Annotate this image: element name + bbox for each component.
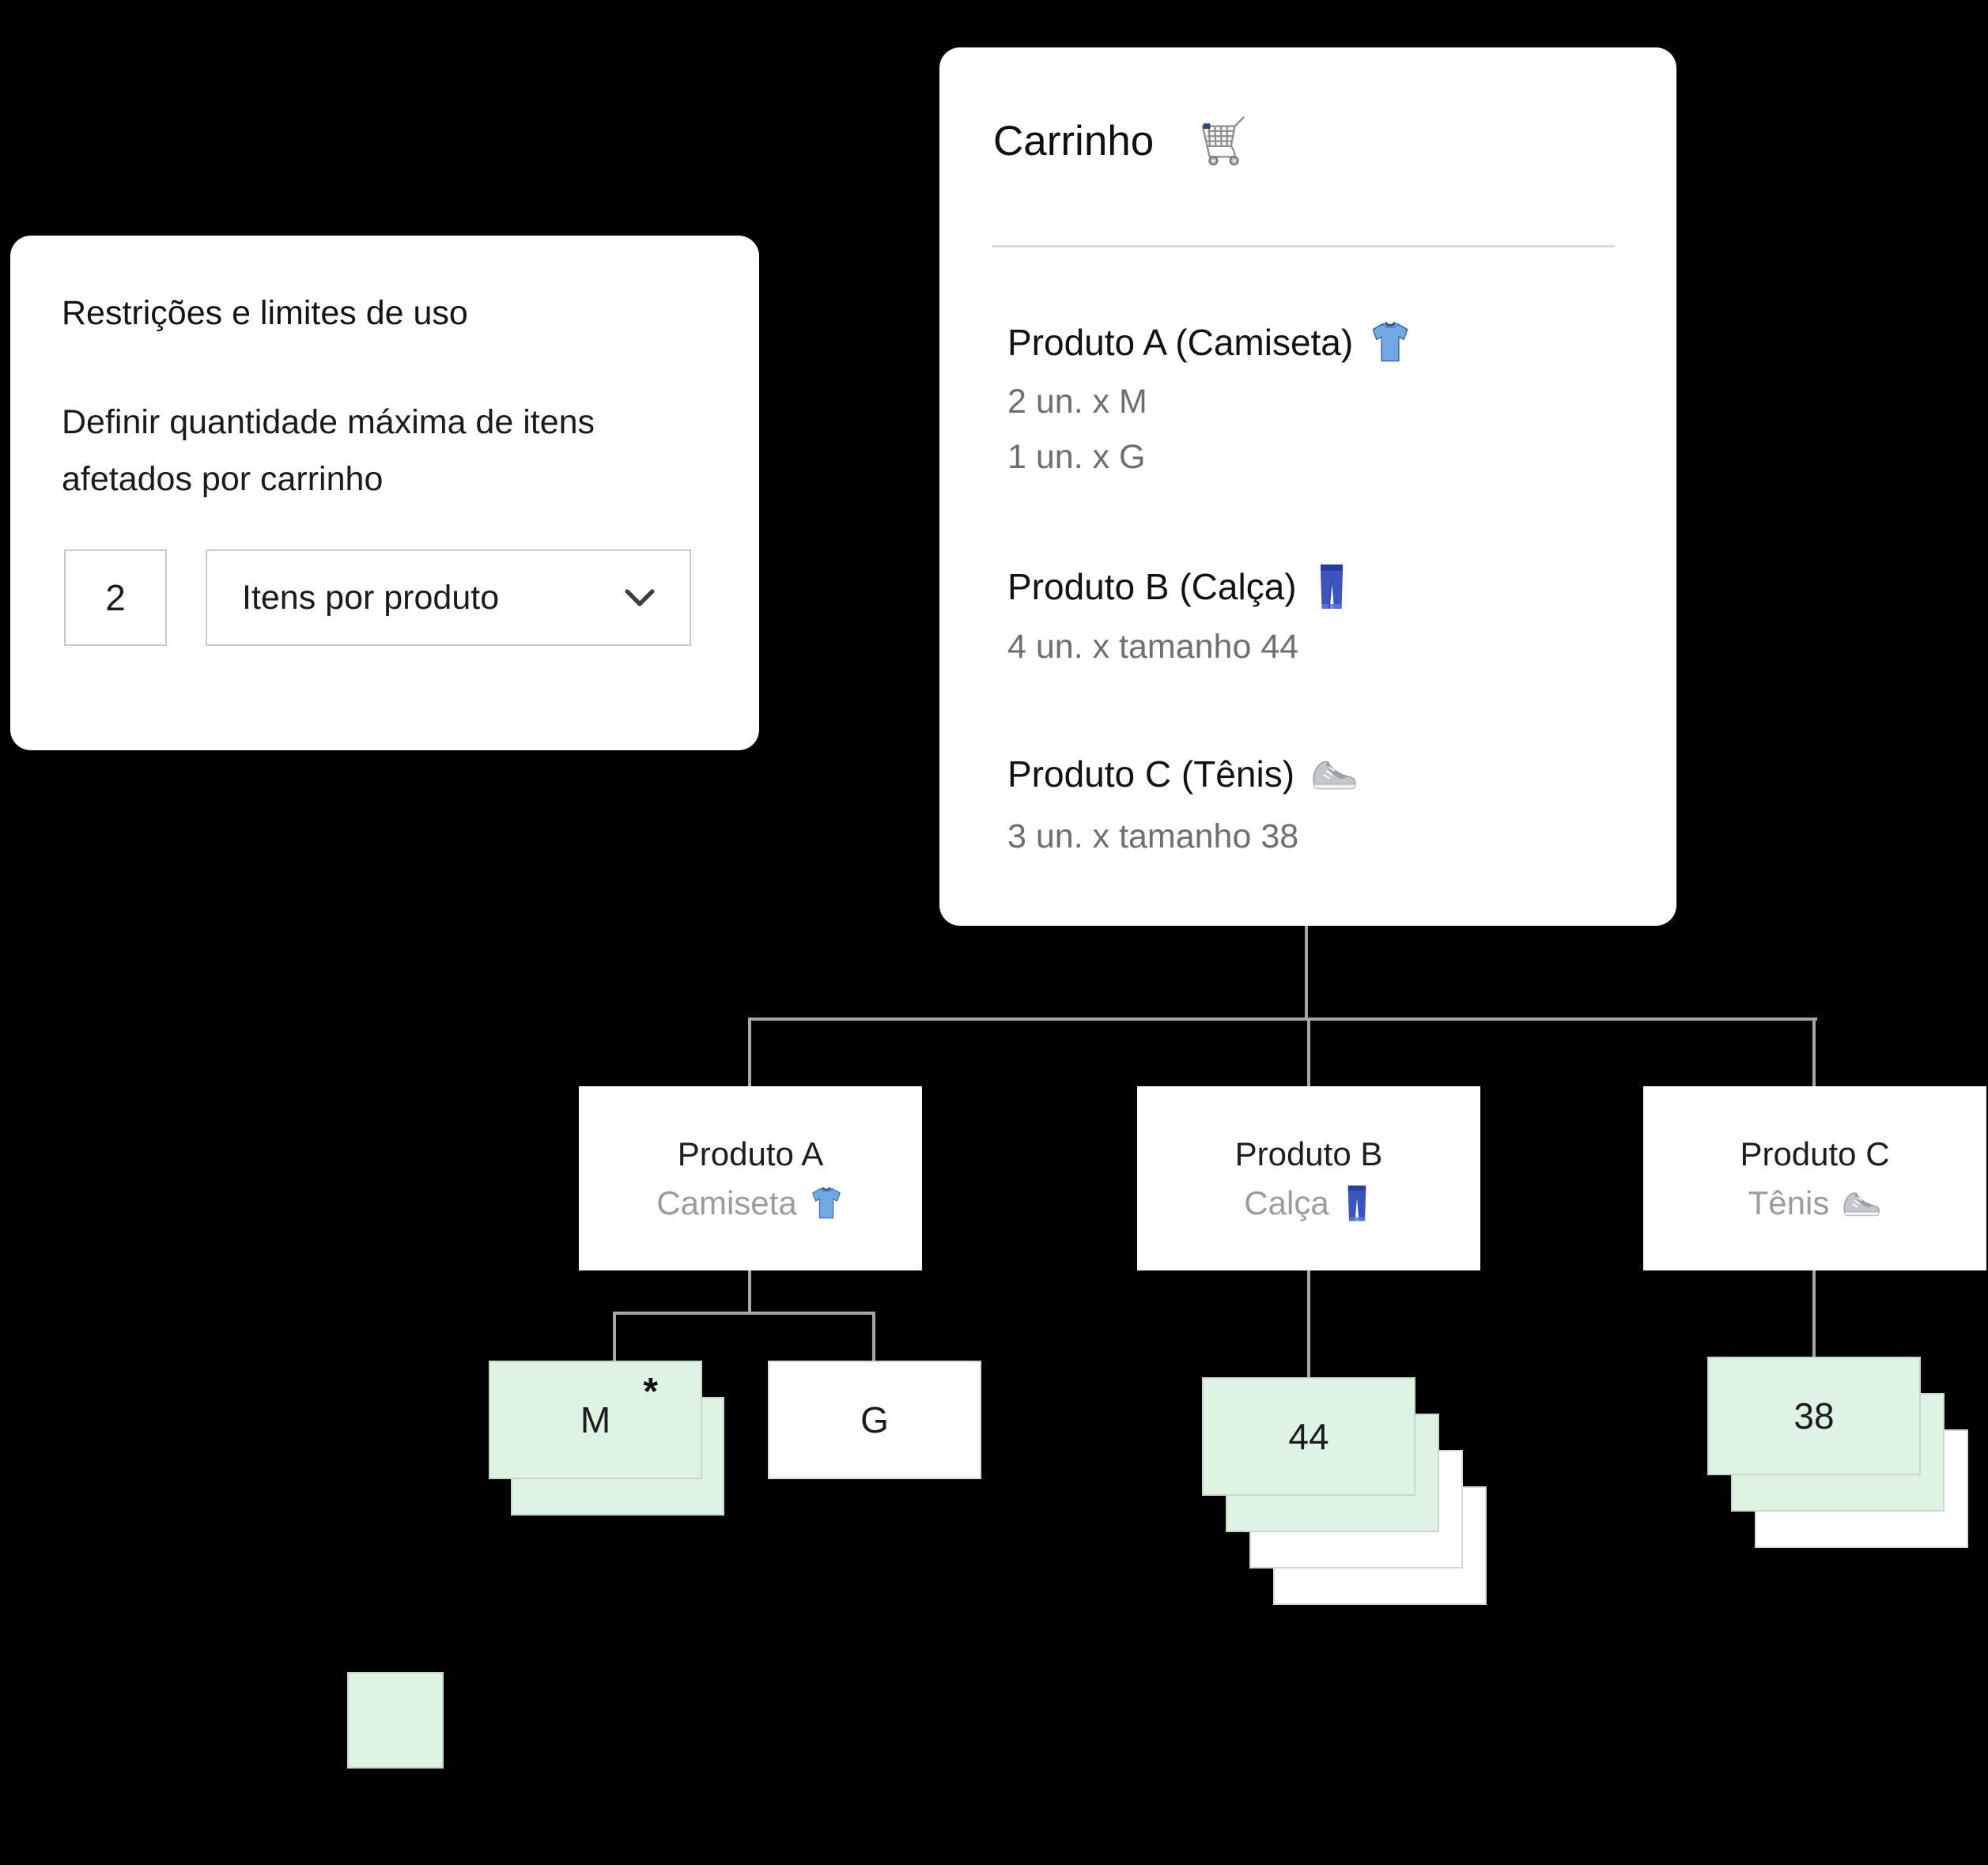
cart-divider [992, 245, 1615, 247]
variant-label: M [580, 1399, 611, 1440]
unit-select[interactable]: Itens por produto [206, 549, 691, 646]
tree-drop-variant-g [872, 1313, 875, 1361]
chevron-down-icon [625, 588, 655, 607]
restrictions-title: Restrições e limites de uso [62, 294, 468, 332]
legend-affected-swatch [347, 1672, 444, 1769]
tree-node-produto-a: Produto A Camiseta [579, 1086, 922, 1270]
tree-stem-product-b [1307, 1270, 1310, 1377]
jeans-icon [1340, 1184, 1374, 1222]
variant-label: 38 [1793, 1395, 1835, 1437]
cart-card: Carrinho [939, 47, 1676, 926]
restrictions-card: Restrições e limites de uso Definir quan… [10, 236, 759, 750]
shopping-cart-icon [1196, 114, 1252, 168]
tree-root-connector [1305, 926, 1308, 1019]
cart-item-line: 1 un. x G [1007, 438, 1146, 476]
cart-item-line: 3 un. x tamanho 38 [1007, 817, 1299, 855]
node-subtitle: Tênis [1748, 1184, 1830, 1221]
variant-card-44: 44 [1202, 1377, 1415, 1496]
sneaker-icon [1840, 1188, 1881, 1218]
unit-select-value: Itens por produto [242, 578, 500, 617]
quantity-input[interactable]: 2 [64, 549, 167, 646]
node-title: Produto A [677, 1134, 824, 1172]
cart-item-line: 4 un. x tamanho 44 [1007, 628, 1299, 666]
cart-title: Carrinho [993, 117, 1155, 164]
tree-drop-variant-m [613, 1313, 616, 1361]
sneaker-icon [1309, 757, 1358, 791]
node-subtitle: Camiseta [656, 1184, 797, 1221]
tree-horizontal-connector [748, 1017, 1817, 1021]
tree-drop-product-c [1812, 1019, 1816, 1086]
restrictions-description: Definir quantidade máxima de itens afeta… [62, 403, 595, 498]
cart-item-name: Produto B (Calça) [1007, 563, 1352, 610]
variant-card-g: G [768, 1361, 981, 1479]
tree-node-produto-b: Produto B Calça [1137, 1086, 1480, 1270]
tree-drop-product-a [748, 1019, 751, 1086]
cart-item-name: Produto A (Camiseta) [1007, 319, 1413, 365]
cart-item-name: Produto C (Tênis) [1007, 753, 1358, 795]
variant-label: G [860, 1399, 889, 1440]
tree-stem-product-a [748, 1270, 751, 1313]
tshirt-icon [1367, 319, 1413, 365]
jeans-icon [1311, 563, 1352, 610]
cart-item-line: 2 un. x M [1007, 383, 1147, 421]
tree-drop-product-b [1307, 1019, 1310, 1086]
variant-label: 44 [1288, 1416, 1329, 1457]
tree-stem-product-c [1812, 1270, 1816, 1357]
node-title: Produto C [1740, 1134, 1890, 1172]
tree-bracket-product-a [613, 1312, 875, 1315]
tree-node-produto-c: Produto C Tênis [1643, 1086, 1986, 1270]
quantity-value: 2 [105, 577, 126, 618]
node-subtitle: Calça [1244, 1184, 1329, 1221]
tshirt-icon [808, 1185, 845, 1221]
variant-card-38: 38 [1707, 1357, 1921, 1475]
variant-card-m: M * [489, 1361, 702, 1479]
variant-note-marker: * [643, 1371, 658, 1413]
node-title: Produto B [1234, 1134, 1383, 1172]
